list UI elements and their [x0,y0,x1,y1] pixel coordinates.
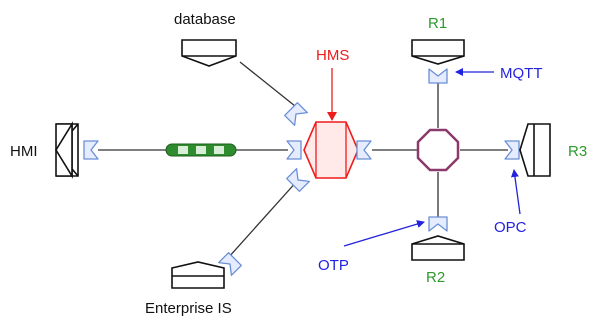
line-database-hms [239,61,301,111]
hms-right-connector-icon [356,140,372,160]
hms-arrowhead [327,112,337,121]
r1-shape [411,39,465,65]
r2-shape [411,235,465,261]
otp-label: OTP [318,257,349,274]
protocol-annotations: MQTT OPC OTP [318,65,543,274]
opc-label: OPC [494,219,527,236]
mqtt-label: MQTT [500,65,543,82]
r2-label: R2 [426,269,445,286]
line-enterprise-hms [227,179,299,259]
hms-label: HMS [316,47,349,64]
database-node[interactable]: database [174,11,237,67]
message-bus [165,143,237,157]
r1-node[interactable]: R1 [411,15,465,84]
r1-connector-icon [428,68,448,84]
hms-left-connector-icon [286,140,302,160]
enterprise-node[interactable]: Enterprise IS [145,252,242,317]
hms-shape [303,121,359,179]
r3-node[interactable]: R3 [504,123,587,177]
r3-shape [519,123,551,177]
r2-node[interactable]: R2 [411,216,465,286]
enterprise-shape [171,261,225,289]
bus-segment [196,146,206,154]
r1-label: R1 [428,15,447,32]
bus-segment [178,146,188,154]
database-label: database [174,11,236,28]
opc-arrow [510,169,521,215]
bus-segment [214,146,224,154]
hms-node[interactable]: HMS [284,47,372,192]
router-node[interactable] [416,128,460,172]
hms-database-connector-icon [284,102,308,126]
database-shape [181,39,237,67]
r3-label: R3 [568,143,587,160]
router-shape [416,128,460,172]
otp-arrow [343,220,425,247]
hmi-connector-icon [83,140,99,160]
enterprise-label: Enterprise IS [145,300,232,317]
r2-connector-icon [428,216,448,232]
connection-lines [98,61,508,259]
hmi-node[interactable]: HMI [10,121,99,179]
hmi-label: HMI [10,143,38,160]
hmi-device-pointer [55,121,73,179]
